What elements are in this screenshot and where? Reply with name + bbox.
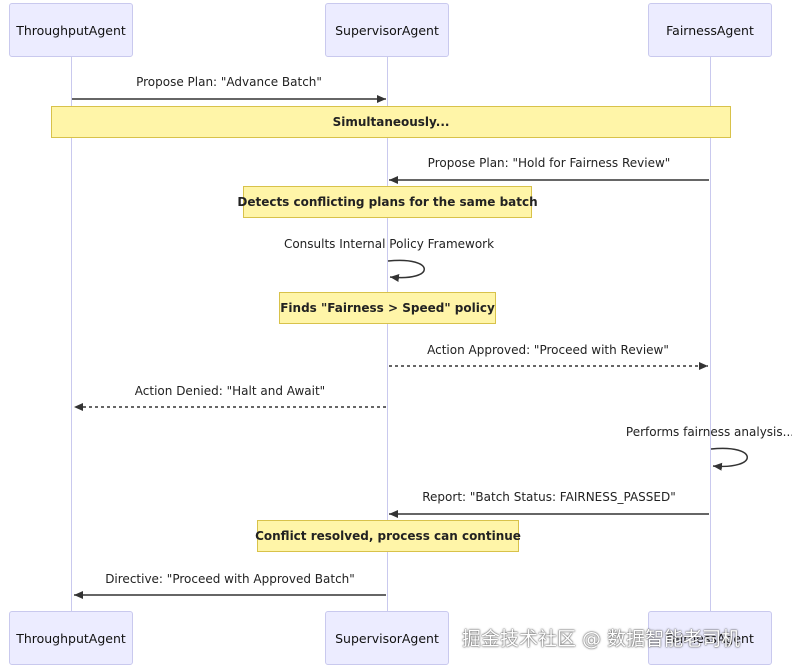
actor-throughput-top: ThroughputAgent <box>9 3 133 57</box>
note-conflict-resolved: Conflict resolved, process can continue <box>255 520 521 552</box>
note-simultaneously: Simultaneously... <box>51 106 731 138</box>
message-label-4: Action Approved: "Proceed with Review" <box>427 343 669 357</box>
message-label-6: Performs fairness analysis... <box>625 425 792 439</box>
actor-supervisor-top: SupervisorAgent <box>325 3 449 57</box>
message-arrow-3 <box>387 259 425 282</box>
message-label-2: Propose Plan: "Hold for Fairness Review" <box>427 156 671 170</box>
watermark-text: 掘金技术社区 @ 数据智能老司机 <box>462 628 741 650</box>
lifeline-throughput <box>71 57 72 611</box>
lifeline-fairness <box>710 57 711 611</box>
message-label-8: Directive: "Proceed with Approved Batch" <box>105 572 355 586</box>
actor-throughput-bottom: ThroughputAgent <box>9 611 133 665</box>
message-label-1: Propose Plan: "Advance Batch" <box>136 75 322 89</box>
note-fairness-policy: Finds "Fairness > Speed" policy <box>279 292 496 324</box>
actor-fairness-top: FairnessAgent <box>648 3 772 57</box>
note-detects-conflict: Detects conflicting plans for the same b… <box>237 186 538 218</box>
message-label-7: Report: "Batch Status: FAIRNESS_PASSED" <box>422 490 676 504</box>
actor-fairness-bottom: FairnessAgent <box>648 611 772 665</box>
message-label-5: Action Denied: "Halt and Await" <box>134 384 326 398</box>
lifeline-supervisor <box>387 57 388 611</box>
message-label-3: Consults Internal Policy Framework <box>283 237 495 251</box>
actor-supervisor-bottom: SupervisorAgent <box>325 611 449 665</box>
message-arrow-6 <box>710 447 748 471</box>
